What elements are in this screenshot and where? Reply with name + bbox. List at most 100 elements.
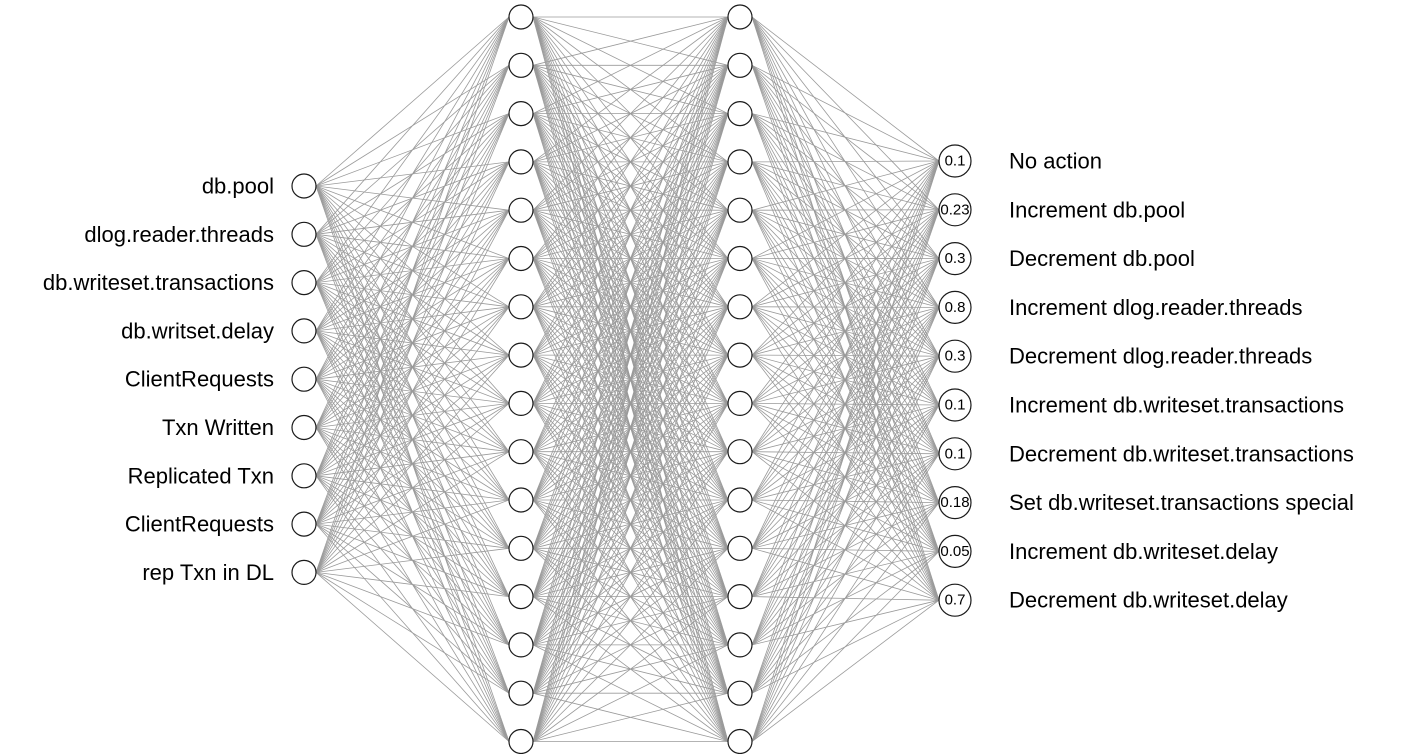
hidden1-hidden2-edge xyxy=(532,16,729,742)
input-hidden1-edge xyxy=(315,306,510,573)
input-hidden1-edge xyxy=(315,354,510,573)
hidden2-node xyxy=(727,149,753,175)
input-hidden1-edge xyxy=(315,16,510,476)
hidden1-hidden2-edge xyxy=(532,499,729,742)
connection-edges xyxy=(315,16,940,742)
hidden1-node xyxy=(508,632,534,658)
hidden2-node xyxy=(727,535,753,561)
hidden2-output-edge xyxy=(751,160,940,694)
input-node xyxy=(291,173,317,199)
hidden1-node xyxy=(508,728,534,754)
input-hidden1-edge xyxy=(315,499,510,573)
input-hidden1-edge xyxy=(315,451,510,573)
input-label: db.writeset.transactions xyxy=(43,270,274,295)
output-node xyxy=(938,534,972,569)
hidden1-hidden2-edge xyxy=(532,16,729,694)
hidden1-hidden2-edge xyxy=(532,113,729,742)
input-hidden1-edge xyxy=(315,572,510,694)
output-label: Decrement db.writeset.transactions xyxy=(1009,441,1354,466)
hidden1-node xyxy=(508,535,534,561)
hidden1-hidden2-edge xyxy=(532,16,729,114)
hidden2-output-edge xyxy=(751,404,940,742)
input-hidden1-edge xyxy=(315,572,510,597)
output-value: 0.18 xyxy=(940,494,969,511)
output-node xyxy=(938,290,972,324)
input-label: db.pool xyxy=(202,174,274,199)
input-hidden1-edge xyxy=(315,547,510,573)
input-node xyxy=(291,366,317,392)
input-hidden1-edge xyxy=(315,258,510,573)
hidden1-node xyxy=(508,487,534,513)
output-value: 0.3 xyxy=(945,348,966,365)
hidden2-node xyxy=(727,632,753,658)
hidden2-node xyxy=(727,390,753,416)
hidden1-hidden2-edge xyxy=(532,16,729,308)
input-hidden1-edge xyxy=(315,572,510,742)
output-value: 0.7 xyxy=(945,592,966,609)
hidden2-node xyxy=(727,294,753,320)
hidden1-node xyxy=(508,245,534,272)
hidden2-output-edge xyxy=(751,160,940,259)
input-hidden1-edge xyxy=(315,161,510,573)
hidden1-hidden2-edge xyxy=(532,692,729,742)
input-label: ClientRequests xyxy=(125,512,274,537)
output-label: No action xyxy=(1009,149,1102,174)
hidden1-node xyxy=(508,390,534,416)
input-hidden1-edge xyxy=(315,113,510,573)
output-label: Set db.writeset.transactions special xyxy=(1009,490,1354,515)
hidden1-hidden2-edge xyxy=(532,65,729,742)
output-label: Increment db.writeset.transactions xyxy=(1009,393,1344,418)
network-nodes xyxy=(291,4,972,754)
hidden1-node xyxy=(508,583,534,610)
hidden2-output-edge xyxy=(751,160,940,163)
hidden2-output-edge xyxy=(751,64,940,162)
hidden1-node xyxy=(508,100,534,127)
hidden2-output-edge xyxy=(751,258,940,742)
hidden2-node xyxy=(727,100,753,127)
hidden2-output-edge xyxy=(751,160,940,742)
input-hidden1-edge xyxy=(315,572,510,646)
hidden2-node xyxy=(727,197,753,223)
output-value: 0.8 xyxy=(945,299,966,316)
hidden2-output-edge xyxy=(751,209,940,742)
input-node xyxy=(291,559,317,586)
hidden2-output-edge xyxy=(751,551,940,742)
hidden2-output-edge xyxy=(751,160,940,646)
hidden2-output-edge xyxy=(751,160,940,452)
input-hidden1-edge xyxy=(315,16,510,283)
output-node xyxy=(938,437,972,471)
hidden1-hidden2-edge xyxy=(532,161,729,742)
hidden2-output-edge xyxy=(751,160,940,597)
hidden2-output-edge xyxy=(751,453,940,742)
input-node xyxy=(291,270,317,296)
input-hidden1-edge xyxy=(315,16,510,380)
hidden2-node xyxy=(727,245,753,272)
hidden1-hidden2-edge xyxy=(532,16,729,356)
hidden1-hidden2-edge xyxy=(532,16,729,501)
hidden1-hidden2-edge xyxy=(532,403,729,742)
input-node xyxy=(291,221,317,247)
input-node xyxy=(291,463,317,489)
output-node xyxy=(938,388,972,422)
hidden2-output-edge xyxy=(751,502,940,742)
input-label: Txn Written xyxy=(162,415,274,440)
input-label: ClientRequests xyxy=(125,367,274,392)
hidden1-node xyxy=(508,294,534,320)
output-value: 0.05 xyxy=(940,543,969,560)
hidden1-hidden2-edge xyxy=(532,596,729,742)
hidden2-node xyxy=(727,439,753,465)
hidden2-output-edge xyxy=(751,160,940,211)
hidden1-hidden2-edge xyxy=(532,16,729,66)
hidden2-output-edge xyxy=(751,16,940,162)
input-hidden1-edge xyxy=(315,403,510,573)
output-node xyxy=(938,193,972,227)
hidden2-output-edge xyxy=(751,356,940,742)
hidden2-output-edge xyxy=(751,307,940,742)
hidden1-hidden2-edge xyxy=(532,16,729,452)
input-hidden1-edge xyxy=(315,16,510,573)
input-node xyxy=(291,414,317,441)
hidden1-hidden2-edge xyxy=(532,210,729,742)
hidden1-hidden2-edge xyxy=(532,451,729,742)
input-node xyxy=(291,318,317,344)
hidden2-output-edge xyxy=(751,160,940,404)
